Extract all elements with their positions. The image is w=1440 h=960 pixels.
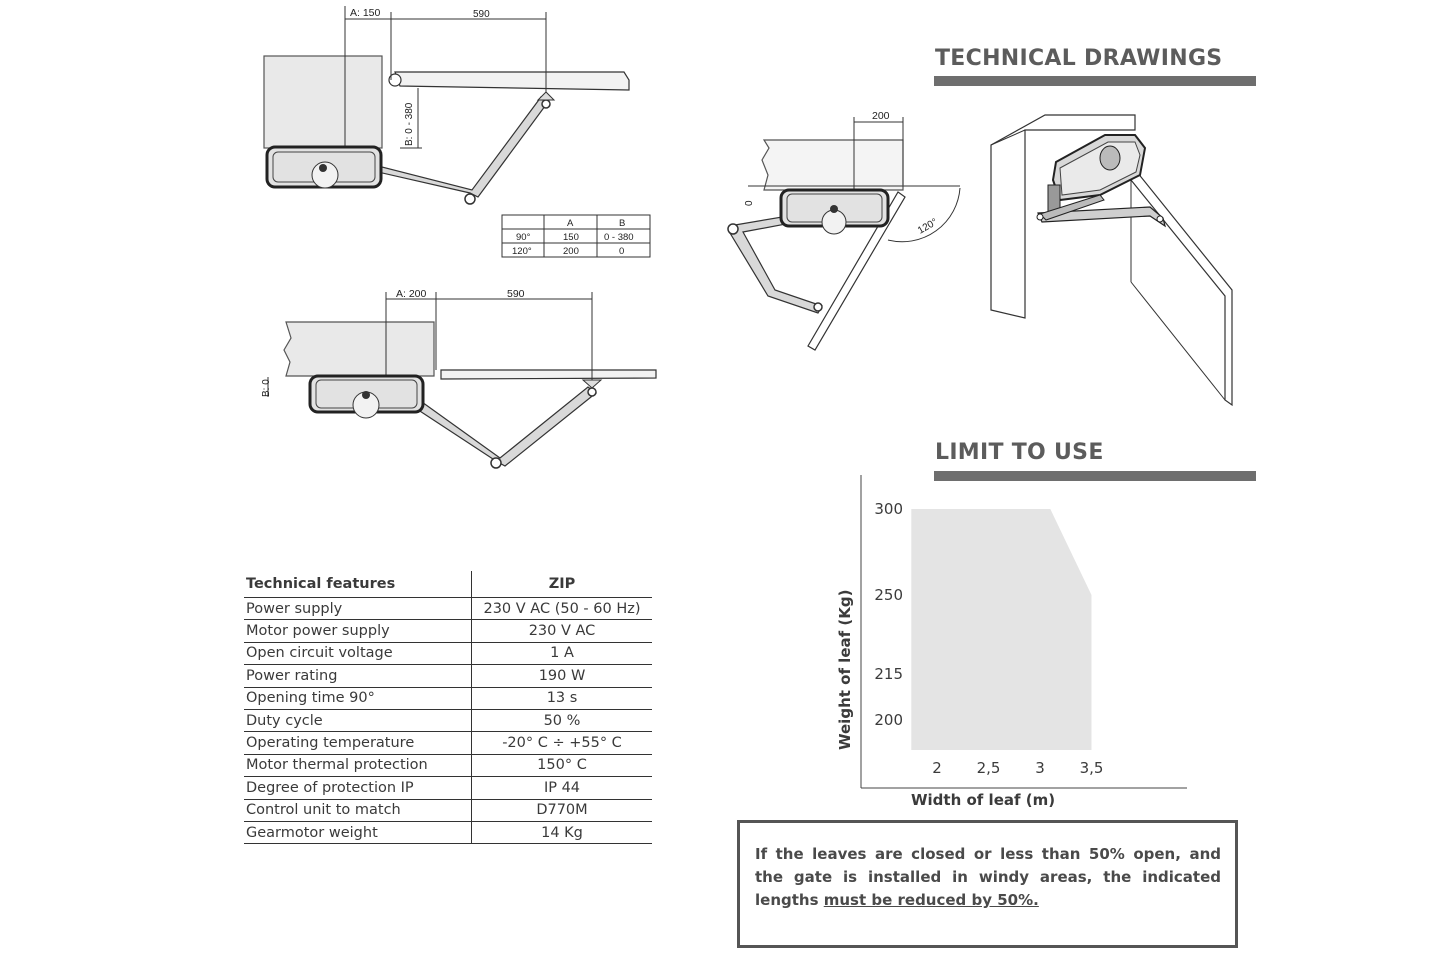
angle-table: A B 90° 150 0 - 380 120° 200 0 (501, 214, 651, 258)
y-tick-label: 250 (874, 586, 903, 604)
angle-label: 120° (916, 217, 939, 237)
feature-value: 1 A (471, 642, 652, 666)
limit-to-use-bar (934, 471, 1256, 481)
angle-table-cell: 0 (619, 246, 624, 257)
feature-label: Power supply (244, 597, 472, 621)
drawing-plan-opening: 200 0 120° (727, 110, 961, 351)
drawing-90-degree: A: 150 590 B: 0 - 380 A B 90° 150 0 - 38… (263, 6, 651, 258)
dim-200-label: 200 (872, 110, 890, 122)
feature-label: Opening time 90° (244, 687, 472, 710)
technical-drawings-bar (934, 76, 1256, 86)
angle-table-header-a: A (567, 218, 574, 229)
feature-label: Motor power supply (244, 619, 472, 643)
limit-to-use-chart: 200 215 250 300 2 2,5 3 3,5 Weight of leaf (Kg… (836, 475, 1187, 809)
feature-label: Control unit to match (244, 799, 472, 822)
x-tick-label: 2,5 (977, 759, 1001, 777)
dim-b-label: B: 0 - 380 (404, 102, 415, 146)
angle-table-cell: 200 (563, 246, 579, 257)
angle-table-cell: 120° (512, 246, 532, 257)
table-header-label: Technical features (244, 571, 472, 598)
limit-to-use-title: LIMIT TO USE (935, 440, 1104, 465)
technical-drawings-title: TECHNICAL DRAWINGS (935, 46, 1223, 71)
dim-a-label: A: 200 (396, 288, 427, 300)
y-tick-label: 200 (874, 711, 903, 729)
drawing-120-degree: A: 200 590 B: 0 (261, 288, 657, 469)
angle-table-header-b: B (619, 218, 625, 229)
feature-value: 230 V AC (471, 619, 652, 643)
dim-590-label: 590 (473, 9, 490, 20)
notice-emphasis: must be reduced by 50%. (823, 891, 1039, 909)
feature-value: 50 % (471, 709, 652, 733)
feature-label: Duty cycle (244, 709, 472, 733)
feature-value: 150° C (471, 754, 652, 778)
angle-table-cell: 0 - 380 (604, 232, 634, 243)
wind-warning-notice: If the leaves are closed or less than 50… (737, 820, 1238, 948)
chart-area (911, 509, 1092, 750)
dim-a-label: A: 150 (350, 7, 381, 19)
feature-label: Gearmotor weight (244, 821, 472, 845)
x-tick-label: 3,5 (1080, 759, 1104, 777)
table-row: Opening time 90°13 s (244, 687, 652, 710)
feature-value: 14 Kg (471, 821, 652, 845)
x-axis-label: Width of leaf (m) (911, 791, 1055, 809)
table-header-row: Technical features ZIP (244, 571, 652, 598)
feature-label: Open circuit voltage (244, 642, 472, 666)
dim-b-label: B: 0 (261, 379, 272, 397)
feature-value: 13 s (471, 687, 652, 710)
notice-text: If the leaves are closed or less than 50… (755, 845, 1221, 909)
drawing-perspective (990, 114, 1233, 407)
angle-table-cell: 150 (563, 232, 579, 243)
dim-590-label: 590 (507, 288, 525, 300)
feature-value: 230 V AC (50 - 60 Hz) (471, 597, 652, 621)
feature-label: Operating temperature (244, 731, 472, 755)
x-tick-label: 2 (932, 759, 942, 777)
feature-value: D770M (471, 799, 652, 822)
angle-table-cell: 90° (516, 232, 531, 243)
feature-label: Power rating (244, 664, 472, 688)
x-tick-label: 3 (1035, 759, 1045, 777)
dim-0-label: 0 (744, 200, 755, 206)
feature-value: -20° C ÷ +55° C (471, 731, 652, 755)
table-header-model: ZIP (471, 571, 652, 598)
y-tick-label: 300 (874, 500, 903, 518)
feature-label: Motor thermal protection (244, 754, 472, 778)
y-axis-label: Weight of leaf (Kg) (836, 590, 854, 750)
feature-label: Degree of protection IP (244, 776, 472, 800)
table-row: Operating temperature-20° C ÷ +55° C (244, 731, 652, 755)
feature-value: IP 44 (471, 776, 652, 800)
usage-region (911, 509, 1092, 750)
y-tick-label: 215 (874, 665, 903, 683)
feature-value: 190 W (471, 664, 652, 688)
